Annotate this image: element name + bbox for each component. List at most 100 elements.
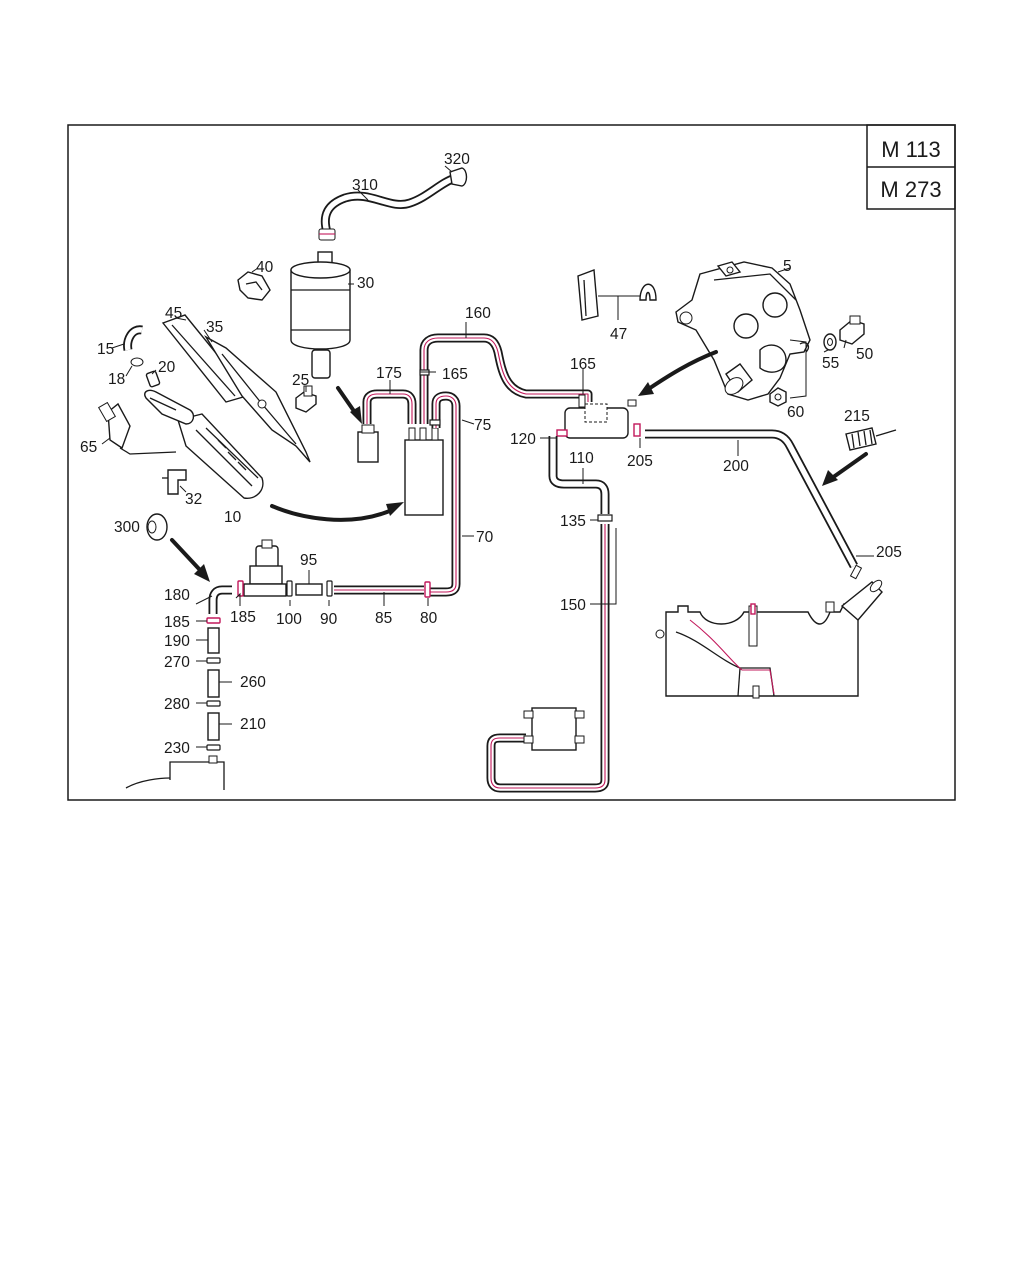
clamp-80 [424,581,431,598]
clamp-230 [206,744,221,751]
label-180: 180 [164,587,190,604]
label-30: 30 [357,275,375,292]
arrow-300 [170,538,210,582]
arrow-pump-to-canister [270,502,404,522]
bracket-35 [204,335,311,463]
hose-70 [429,391,461,597]
clamp-185-lower [206,617,221,624]
tube-210 [207,712,220,741]
label-200: 200 [723,458,749,475]
label-185a: 185 [230,609,256,626]
clamp-18 [130,357,144,367]
washer-55 [823,333,837,351]
label-50: 50 [856,346,874,363]
label-310: 310 [352,177,378,194]
label-70: 70 [476,529,494,546]
damper [357,424,379,463]
clip-47 [577,269,657,321]
clamp-100 [286,580,293,597]
label-160: 160 [465,305,491,322]
model-code-1: M 113 [881,137,941,162]
fuel-tank [655,579,883,699]
hose-15 [123,325,143,351]
label-90: 90 [320,611,338,628]
label-20: 20 [158,359,176,376]
nut-60 [769,387,787,407]
isolator-300 [146,513,168,541]
label-60: 60 [787,404,805,421]
label-35: 35 [206,319,223,336]
arrow-filter-to-damper [336,386,362,424]
label-45: 45 [165,305,182,322]
cap-320 [449,167,468,187]
pressure-regulator [243,539,287,597]
connector-32 [162,469,187,495]
canister [404,427,444,516]
clamp-270 [206,657,221,664]
arrow-215-to-hose [822,452,868,486]
hose-310 [318,173,457,241]
filter-box [523,707,585,751]
part-labels: 320 310 40 30 45 35 15 20 18 25 65 32 10… [80,151,902,757]
label-190: 190 [164,633,190,650]
hose-200 [645,429,858,569]
label-185b: 185 [164,614,190,631]
label-165a: 165 [442,366,468,383]
label-75: 75 [474,417,491,434]
label-10: 10 [224,509,242,526]
label-95: 95 [300,552,317,569]
clamp-205-lower [849,564,863,580]
grommet-20 [145,370,161,388]
leader-lines [101,165,874,748]
hose-175 [362,389,417,424]
insert-215 [845,427,897,451]
label-15: 15 [97,341,114,358]
label-205b: 205 [876,544,902,561]
engine-fragment [125,755,225,790]
hose-150 [486,524,610,793]
label-280: 280 [164,696,190,713]
label-55: 55 [822,355,839,372]
label-40: 40 [256,259,274,276]
bolt-50 [839,315,865,345]
label-120: 120 [510,431,536,448]
diagram-frame [67,124,956,801]
tube-95 [295,583,323,596]
label-110: 110 [569,450,594,467]
label-25: 25 [292,372,309,389]
label-47: 47 [610,326,627,343]
label-100: 100 [276,611,302,628]
label-230: 230 [164,740,190,757]
hose-160 [419,333,593,424]
connector-65 [97,401,131,450]
fuel-pump-10 [119,389,264,499]
tube-260 [207,669,220,698]
clip-40 [237,271,271,301]
fuel-filter-30 [290,251,351,379]
clamp-90 [326,580,333,597]
model-box: M 113 M 273 [866,124,956,210]
label-80: 80 [420,610,438,627]
clamp-280 [206,700,221,707]
purge-valve [556,394,641,439]
hose-180 [208,585,232,614]
label-18: 18 [108,371,125,388]
model-code-2: M 273 [880,177,941,202]
label-150: 150 [560,597,586,614]
bracket-5 [675,261,811,401]
arrow-bracket-to-valve [638,350,718,396]
label-270: 270 [164,654,190,671]
label-5: 5 [783,258,792,275]
label-175: 175 [376,365,402,382]
label-205a: 205 [627,453,653,470]
label-320: 320 [444,151,470,168]
bolt-25 [295,385,317,413]
label-210: 210 [240,716,266,733]
hose-110 [548,436,610,514]
label-65: 65 [80,439,97,456]
label-300: 300 [114,519,140,536]
clamp-135 [597,514,613,522]
label-85: 85 [375,610,392,627]
label-260: 260 [240,674,266,691]
